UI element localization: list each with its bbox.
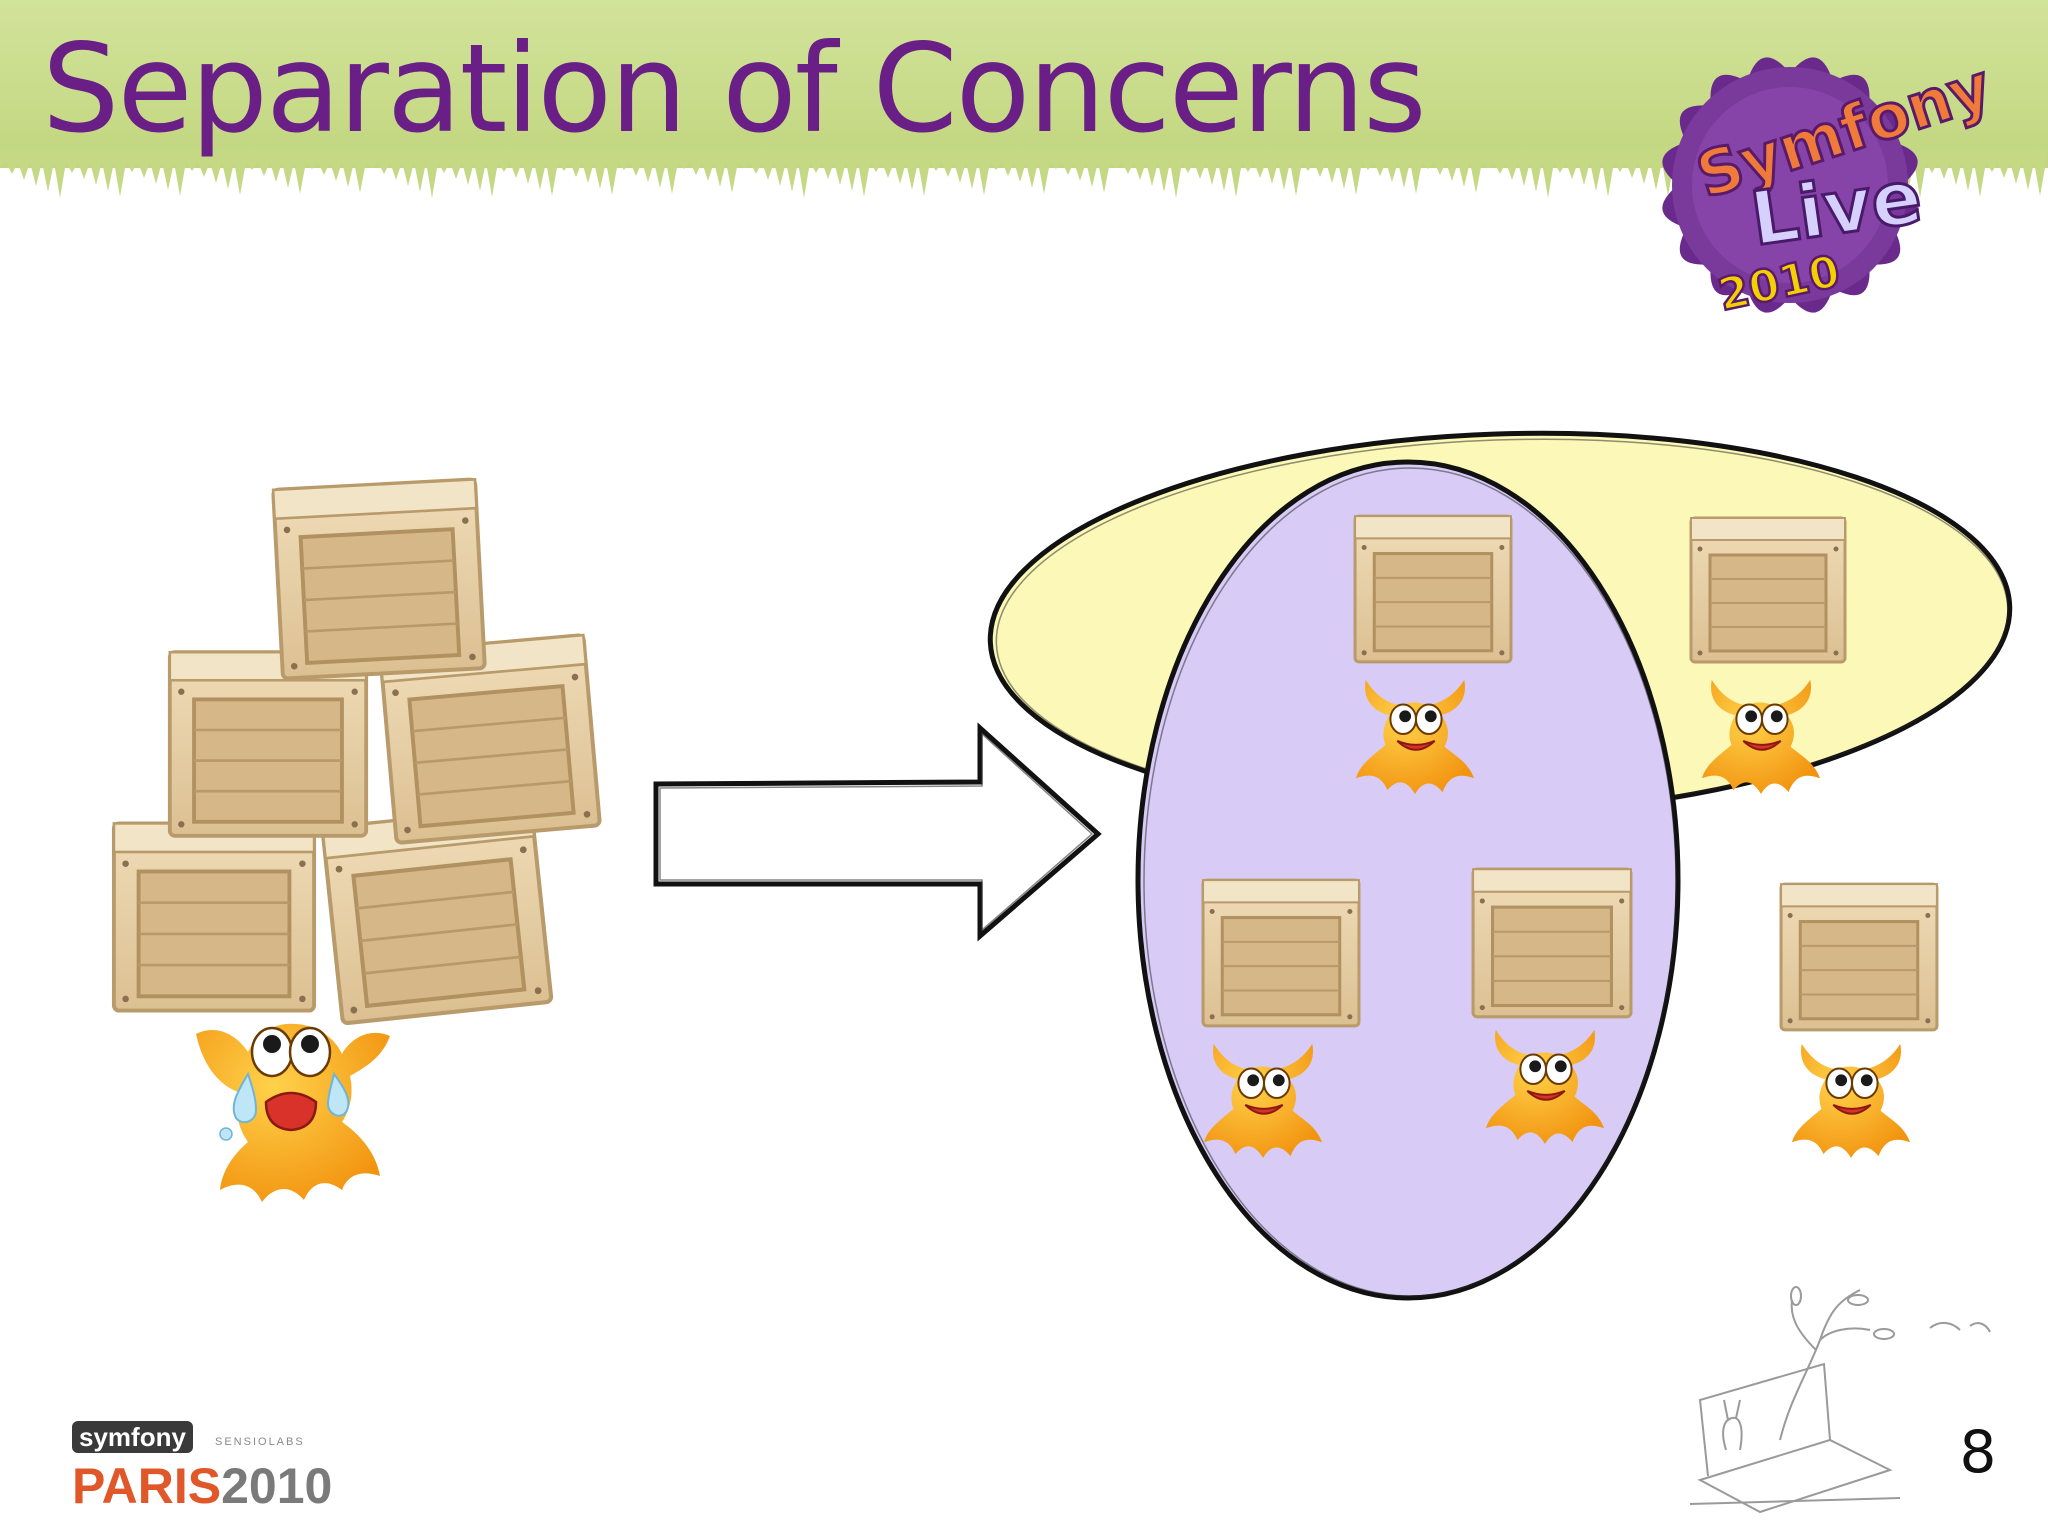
crate-icon [114, 823, 314, 1010]
symfony-logo: symfony [72, 1421, 193, 1453]
page-number: 8 [1959, 1418, 1997, 1486]
arrow-right-icon [653, 722, 1102, 942]
plant-laptop-doodle-icon [1689, 1286, 1991, 1514]
crate-icon [1779, 882, 1939, 1032]
crying-figure-icon [194, 1022, 392, 1204]
crate-icon [1471, 867, 1633, 1019]
header-banner [0, 0, 2048, 198]
crate-icon [273, 479, 485, 678]
year-label: 2010 [221, 1458, 333, 1514]
paris-2010-logo: PARIS2010 [72, 1456, 332, 1516]
svg-text:Live: Live [1746, 154, 1927, 263]
happy-figure-icon [1790, 1042, 1912, 1160]
crate-stack [114, 479, 600, 1023]
crate-icon [170, 652, 366, 836]
crate-icon [1353, 514, 1513, 664]
crate-icon [1689, 516, 1847, 664]
symfony-live-logo: Symfony Live 2010 [1662, 48, 2001, 322]
sensiolabs-logo: SENSIOLABS [215, 1436, 305, 1448]
crate-icon [1201, 878, 1361, 1028]
slide-title: Separation of Concerns [42, 18, 1427, 160]
paris-label: PARIS [72, 1458, 222, 1514]
